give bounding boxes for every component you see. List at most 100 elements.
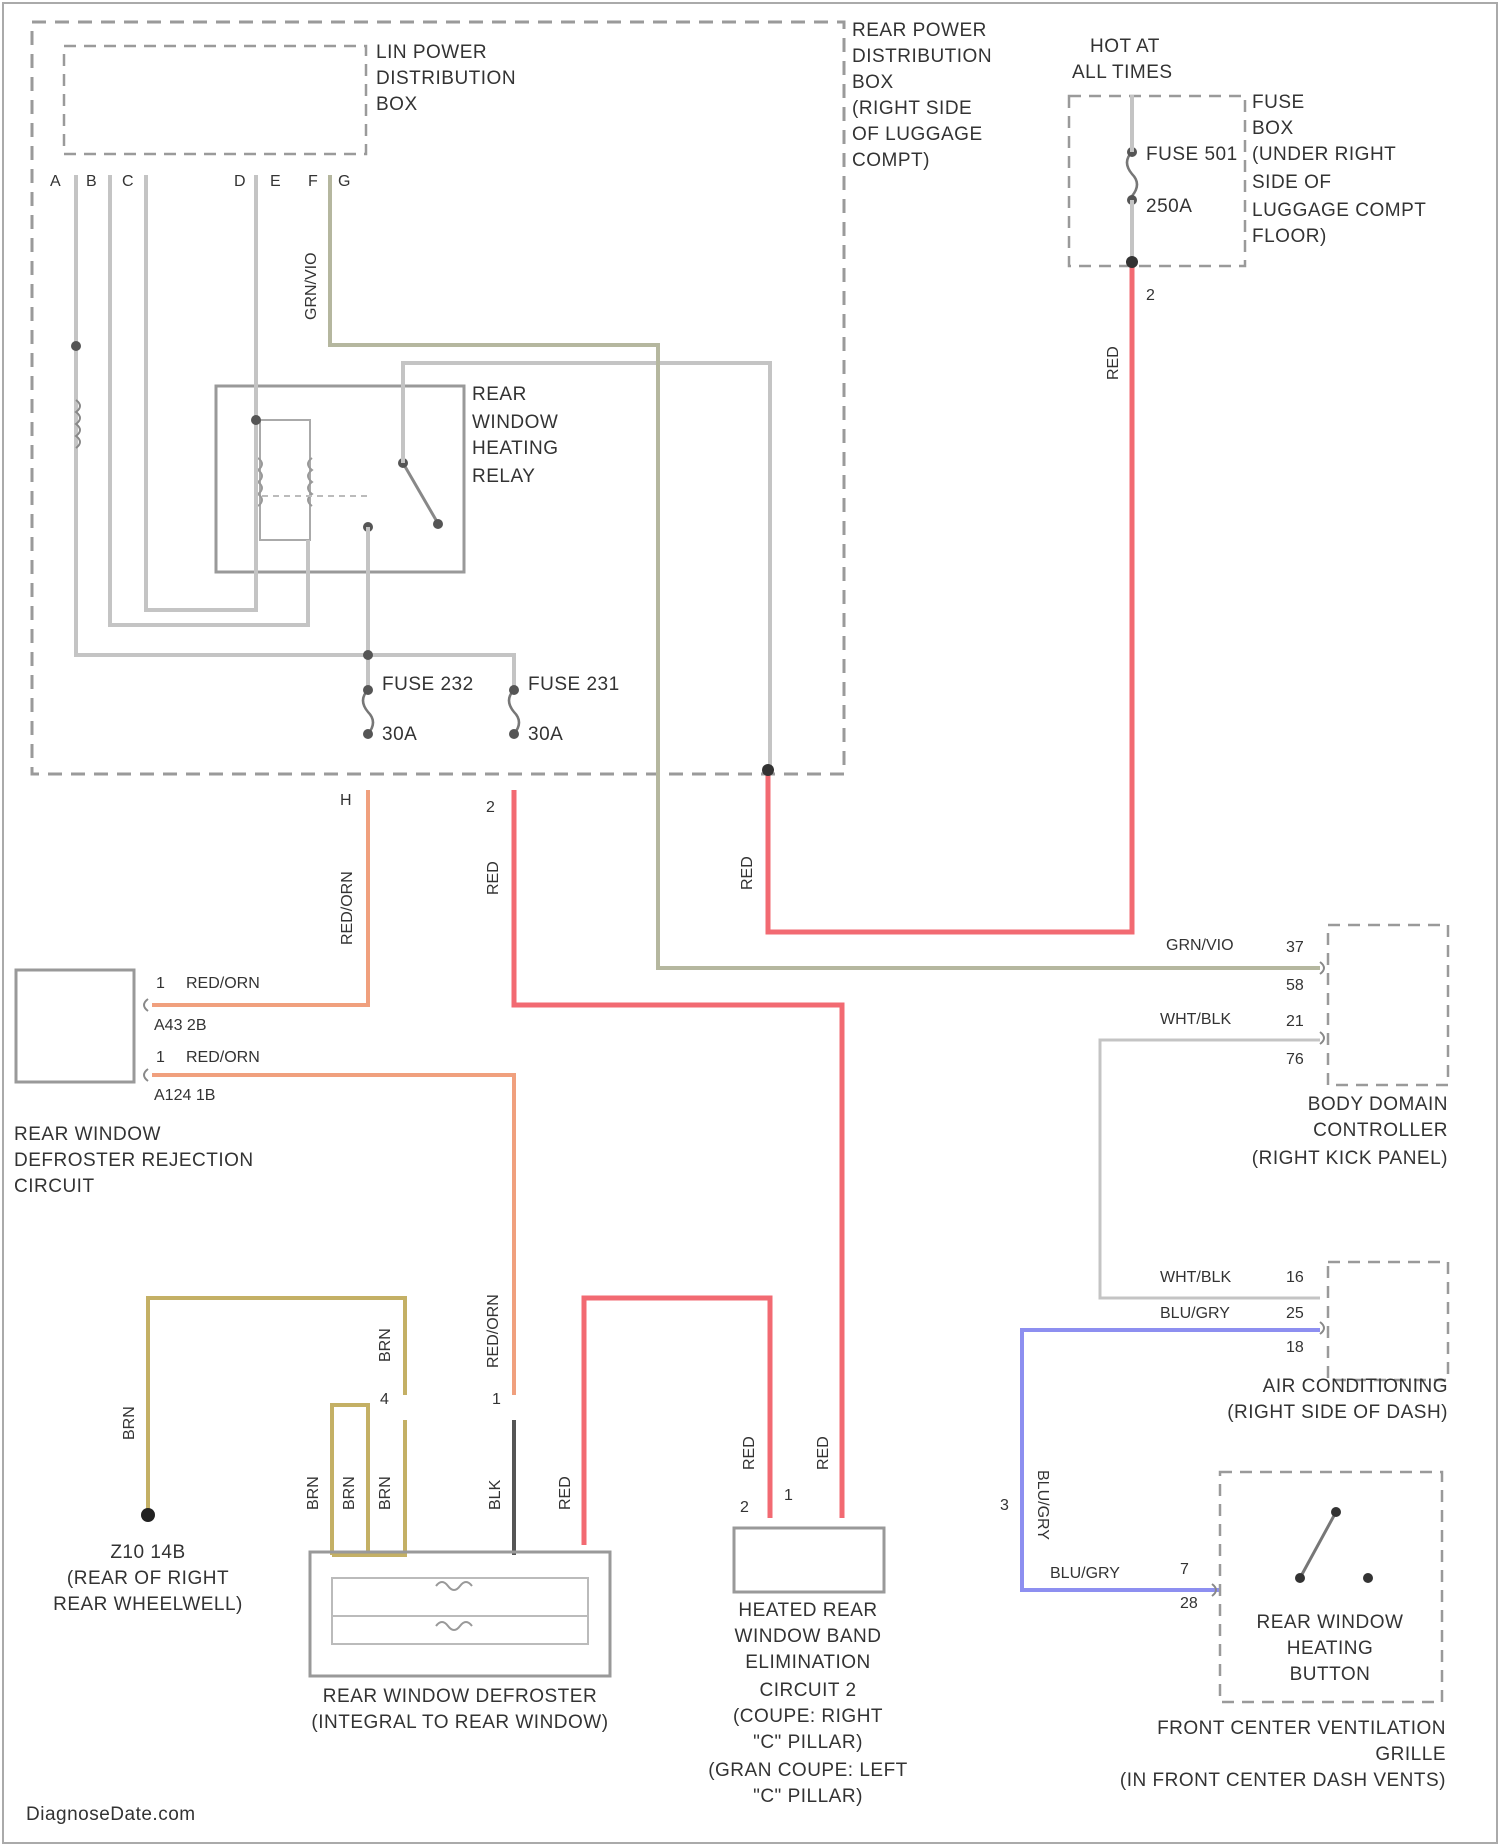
frame-border bbox=[3, 3, 1497, 1843]
ground-label-2: REAR WHEELWELL) bbox=[53, 1594, 243, 1615]
heated-band-circuit bbox=[734, 1528, 884, 1592]
band-label-7: "C" PILLAR) bbox=[753, 1786, 863, 1807]
wire-label-brn-5: BRN bbox=[377, 1476, 394, 1510]
band-label-0: HEATED REAR bbox=[738, 1600, 877, 1621]
wire-label-red-orn-v: RED/ORN bbox=[339, 871, 356, 945]
rear-window-defroster bbox=[310, 1552, 610, 1676]
button-label-2: BUTTON bbox=[1290, 1664, 1371, 1685]
wire-grn-vio bbox=[330, 175, 1320, 968]
relay-label-1: WINDOW bbox=[472, 412, 558, 433]
heating-button bbox=[1300, 1512, 1336, 1578]
wire-label-brn-2: BRN bbox=[377, 1328, 394, 1362]
fuse-232-label: FUSE 232 bbox=[382, 674, 474, 695]
bdc-label-0: BODY DOMAIN bbox=[1308, 1094, 1448, 1115]
pin-g: G bbox=[338, 173, 350, 190]
fuse-231-label: FUSE 231 bbox=[528, 674, 620, 695]
pin-1-def: 1 bbox=[492, 1391, 501, 1408]
fuse-232-rating: 30A bbox=[382, 724, 417, 745]
relay-coil bbox=[260, 420, 310, 540]
fuse-box-label-1: BOX bbox=[1252, 118, 1294, 139]
pin-58: 58 bbox=[1286, 977, 1304, 994]
defroster-label-1: (INTEGRAL TO REAR WINDOW) bbox=[311, 1712, 608, 1733]
wire-label-red-orn-1: RED/ORN bbox=[186, 975, 260, 992]
rear-pdb-box bbox=[32, 22, 844, 774]
ac-label-1: (RIGHT SIDE OF DASH) bbox=[1227, 1402, 1448, 1423]
pin-h: H bbox=[340, 792, 352, 809]
wire-label-grn-vio-bdc: GRN/VIO bbox=[1166, 937, 1234, 954]
wire-label-red-f: RED bbox=[815, 1436, 832, 1470]
pin-18: 18 bbox=[1286, 1339, 1304, 1356]
wire-label-blu-gry-2: BLU/GRY bbox=[1050, 1565, 1120, 1582]
rear-pdb-label-1: DISTRIBUTION bbox=[852, 46, 992, 67]
band-label-5: "C" PILLAR) bbox=[753, 1732, 863, 1753]
pin-16: 16 bbox=[1286, 1269, 1304, 1286]
pin-7: 7 bbox=[1180, 1561, 1189, 1578]
wire-label-red-a: RED bbox=[1105, 346, 1122, 380]
wire-label-blk: BLK bbox=[487, 1479, 504, 1510]
pin-2-band: 2 bbox=[740, 1499, 749, 1516]
pin-a124: A124 1B bbox=[154, 1087, 215, 1104]
band-label-6: (GRAN COUPE: LEFT bbox=[708, 1760, 908, 1781]
fuse-501-label: FUSE 501 bbox=[1146, 144, 1238, 165]
defroster-label-0: REAR WINDOW DEFROSTER bbox=[323, 1686, 597, 1707]
wire-label-brn-1: BRN bbox=[121, 1406, 138, 1440]
pin-2-fuse: 2 bbox=[486, 799, 495, 816]
wire-blu-gry bbox=[1022, 1330, 1320, 1590]
air-conditioning bbox=[1328, 1262, 1448, 1380]
rear-pdb-label-0: REAR POWER bbox=[852, 20, 987, 41]
lin-box-label-0: LIN POWER bbox=[376, 42, 487, 63]
fuse-box-label-4: LUGGAGE COMPT bbox=[1252, 200, 1426, 221]
ground-point bbox=[141, 1508, 155, 1522]
fuse-231-rating: 30A bbox=[528, 724, 563, 745]
rear-pdb-label-4: OF LUGGAGE bbox=[852, 124, 983, 145]
grille-label-2: (IN FRONT CENTER DASH VENTS) bbox=[1120, 1770, 1446, 1791]
wire-label-grn-vio: GRN/VIO bbox=[303, 252, 320, 320]
pin-d: D bbox=[234, 173, 246, 190]
ground-label-1: (REAR OF RIGHT bbox=[67, 1568, 229, 1589]
button-label-1: HEATING bbox=[1287, 1638, 1374, 1659]
wire-label-wht-blk-1: WHT/BLK bbox=[1160, 1011, 1231, 1028]
rear-pdb-label-2: BOX bbox=[852, 72, 894, 93]
rear-pdb-label-5: COMPT) bbox=[852, 150, 930, 171]
band-label-1: WINDOW BAND bbox=[735, 1626, 882, 1647]
body-domain-controller bbox=[1328, 925, 1448, 1085]
wire-label-brn-4: BRN bbox=[341, 1476, 358, 1510]
pin-28: 28 bbox=[1180, 1595, 1198, 1612]
relay-switch bbox=[403, 463, 436, 520]
wire-label-brn-3: BRN bbox=[305, 1476, 322, 1510]
bdc-label-2: (RIGHT KICK PANEL) bbox=[1252, 1148, 1448, 1169]
brn-wires bbox=[148, 1298, 405, 1555]
pin-c: C bbox=[122, 173, 134, 190]
band-label-3: CIRCUIT 2 bbox=[759, 1680, 856, 1701]
wire-wht-blk bbox=[1100, 1040, 1320, 1298]
pin-1-a: 1 bbox=[156, 975, 165, 992]
wire-label-red-orn-v2: RED/ORN bbox=[485, 1294, 502, 1368]
band-label-4: (COUPE: RIGHT bbox=[733, 1706, 883, 1727]
rear-pdb-label-3: (RIGHT SIDE bbox=[852, 98, 972, 119]
fuse-501-rating: 250A bbox=[1146, 196, 1192, 217]
pin-a: A bbox=[50, 173, 61, 190]
wire-label-blu-gry-v: BLU/GRY bbox=[1034, 1470, 1051, 1540]
pin-b: B bbox=[86, 173, 97, 190]
pin-76: 76 bbox=[1286, 1051, 1304, 1068]
wire-label-blu-gry-1: BLU/GRY bbox=[1160, 1305, 1230, 1322]
grille-label-1: GRILLE bbox=[1375, 1744, 1446, 1765]
rear-window-heating-relay bbox=[216, 386, 464, 572]
rejection-label-0: REAR WINDOW bbox=[14, 1124, 161, 1145]
hot-label-1: ALL TIMES bbox=[1072, 62, 1173, 83]
rejection-label-2: CIRCUIT bbox=[14, 1176, 95, 1197]
relay-label-0: REAR bbox=[472, 384, 527, 405]
pin-37: 37 bbox=[1286, 939, 1304, 956]
lin-box bbox=[64, 46, 366, 154]
rejection-label-1: DEFROSTER REJECTION bbox=[14, 1150, 254, 1171]
pin-2-fusebox: 2 bbox=[1146, 287, 1155, 304]
fuse-box-label-0: FUSE bbox=[1252, 92, 1305, 113]
lin-box-label-2: BOX bbox=[376, 94, 418, 115]
watermark: DiagnoseDate.com bbox=[26, 1804, 196, 1825]
pin-3: 3 bbox=[1000, 1497, 1009, 1514]
pin-a43: A43 2B bbox=[154, 1017, 206, 1034]
band-label-2: ELIMINATION bbox=[745, 1652, 871, 1673]
wire-label-red-b: RED bbox=[739, 856, 756, 890]
pin-1-band: 1 bbox=[784, 1487, 793, 1504]
grille-label-0: FRONT CENTER VENTILATION bbox=[1157, 1718, 1446, 1739]
